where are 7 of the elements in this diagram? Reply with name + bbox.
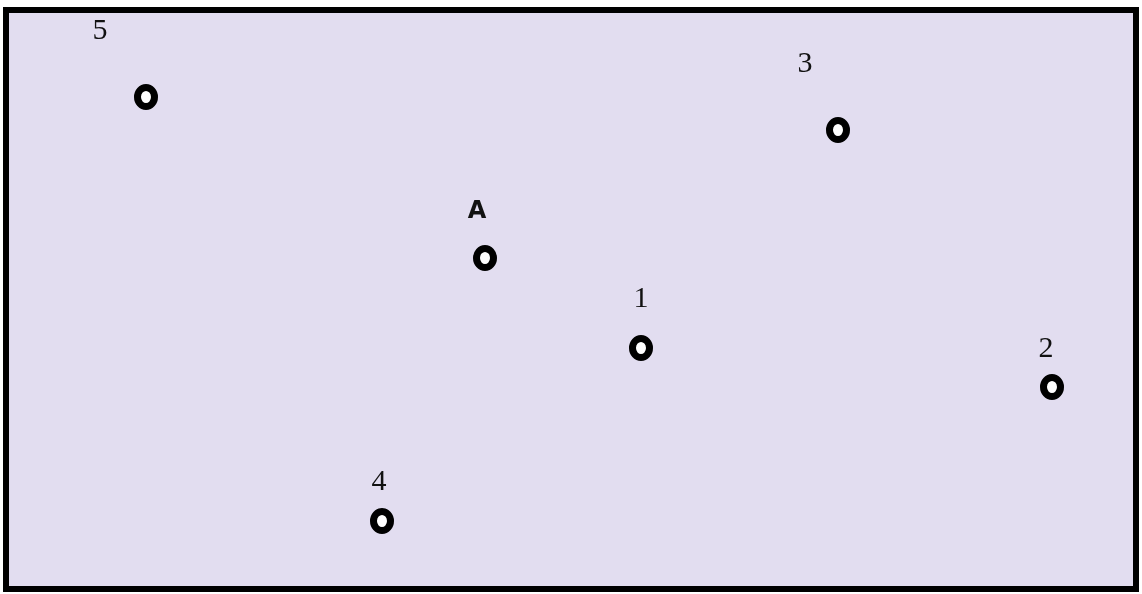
point-label: 5 <box>91 12 109 46</box>
point-label: 3 <box>796 45 814 79</box>
point-label: A <box>466 195 488 226</box>
point-label: 4 <box>370 463 388 497</box>
point-label: 2 <box>1037 330 1055 364</box>
frame-background <box>3 7 1139 592</box>
point-label: 1 <box>632 280 650 314</box>
